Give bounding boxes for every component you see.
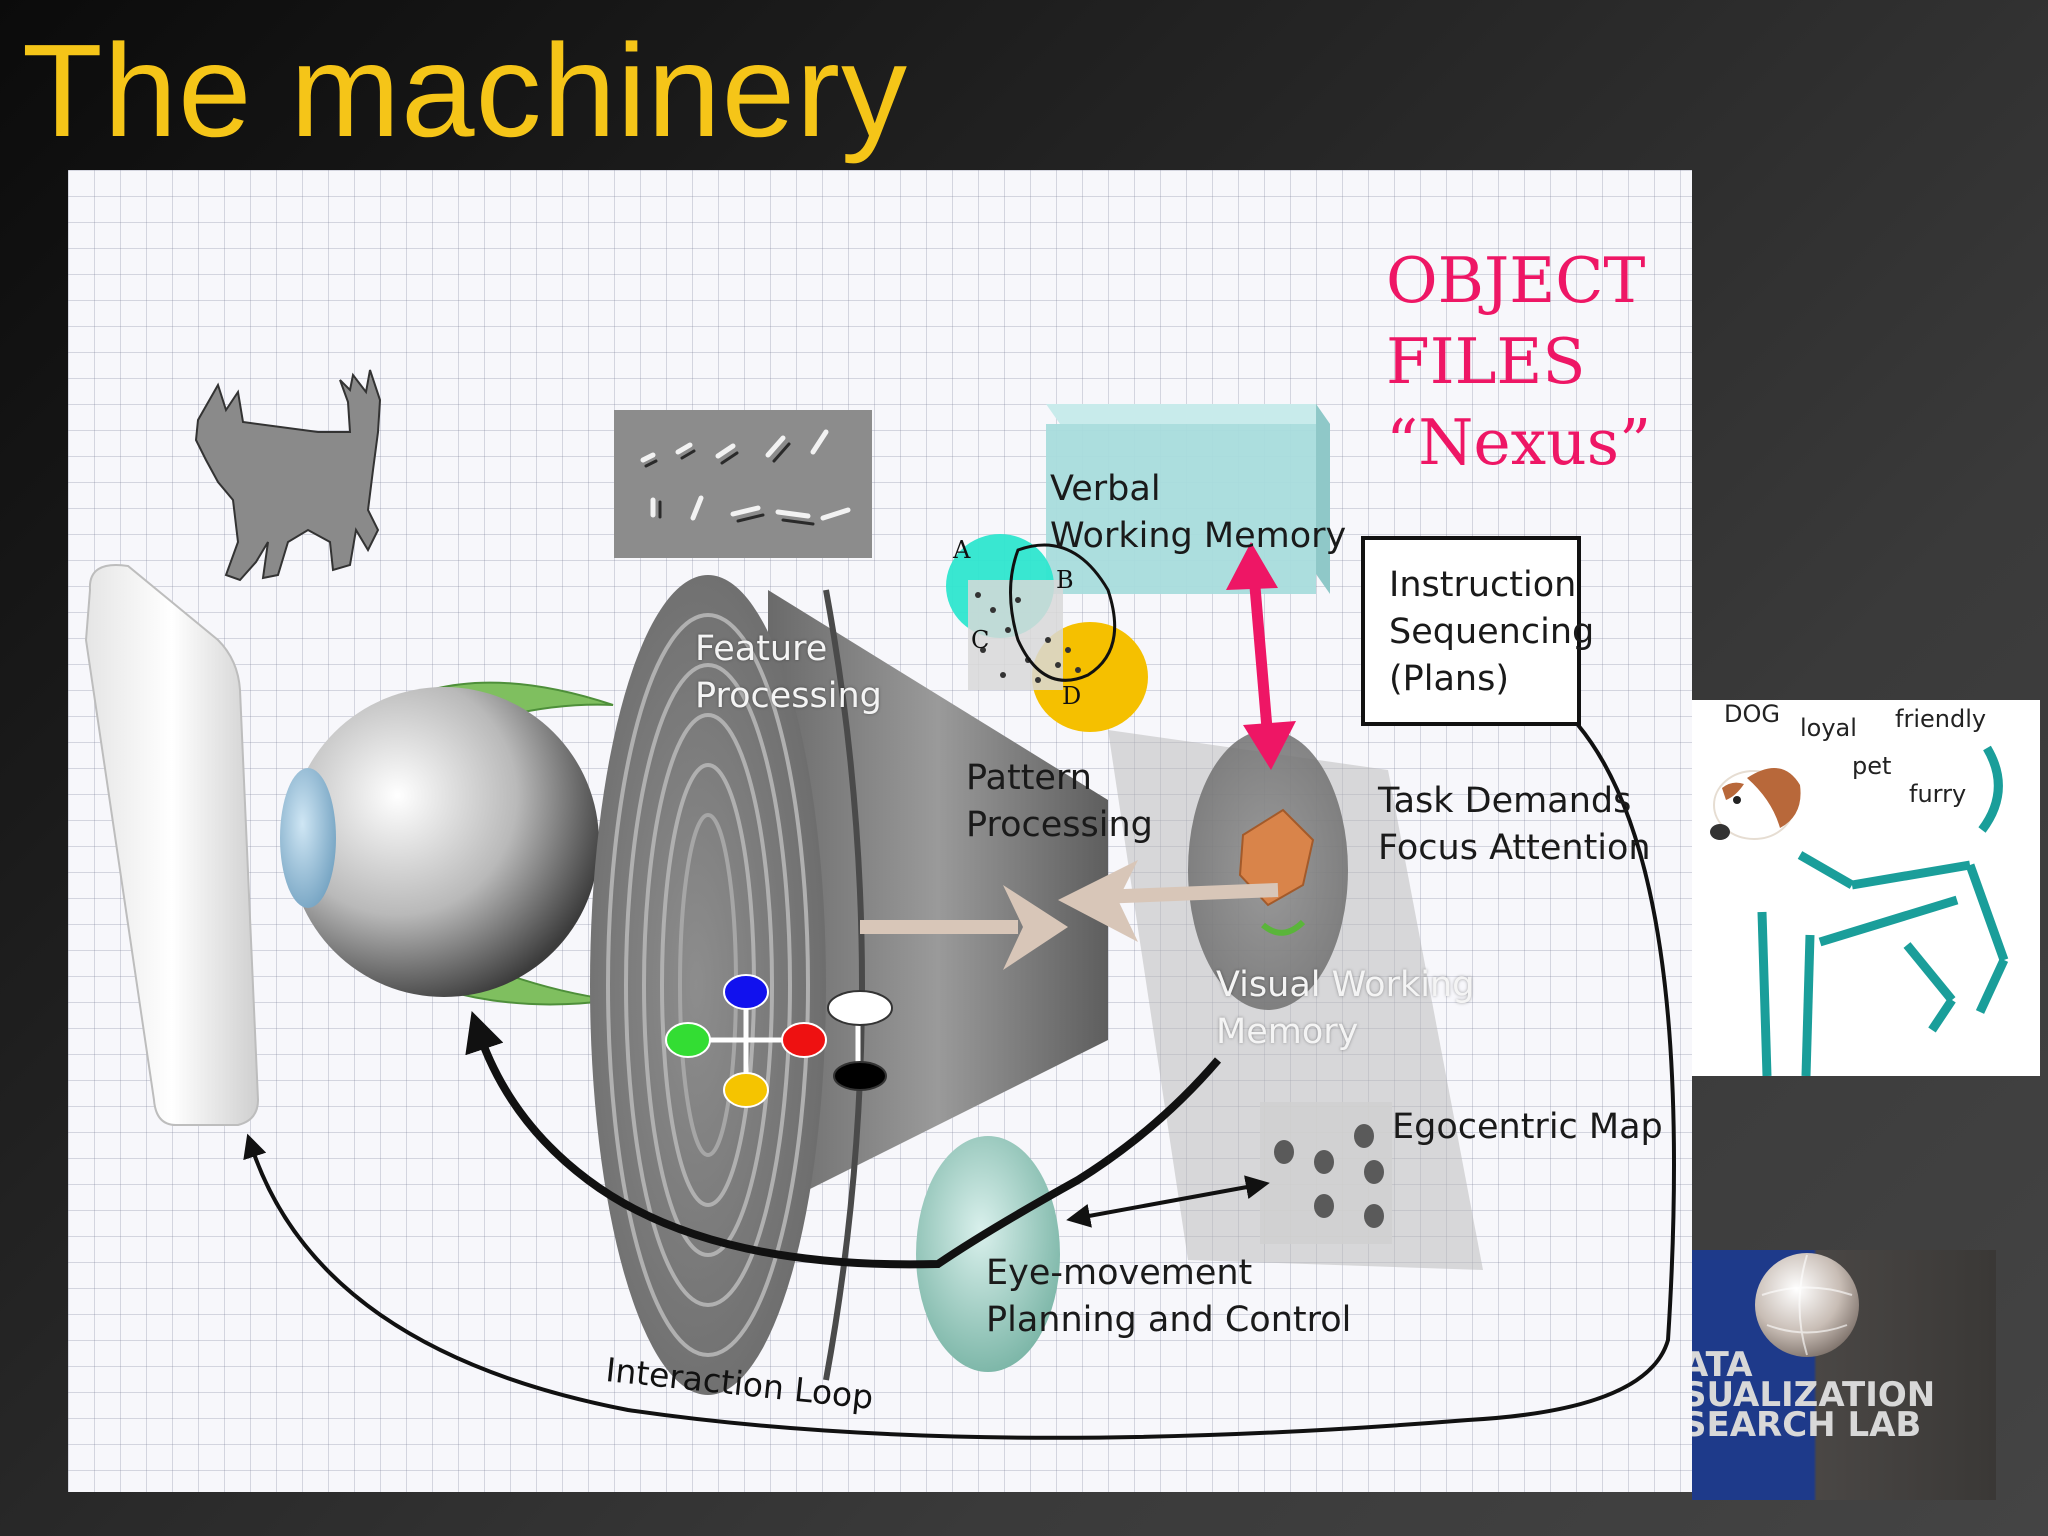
- interaction-loop-arrow: [243, 723, 1676, 1440]
- venn-letter-c: C: [971, 626, 990, 654]
- concept-word-dog: DOG: [1724, 700, 1780, 728]
- dog-photo-icon: [1710, 768, 1801, 840]
- eye-movement-egg: [916, 1136, 1060, 1372]
- concept-word-pet: pet: [1852, 752, 1892, 780]
- feature-dots: [665, 974, 893, 1108]
- slide-title: The machinery: [22, 17, 909, 164]
- dog-stick-figure: [1757, 745, 2009, 1076]
- dog-concept-panel: DOG loyal friendly pet furry: [1692, 700, 2040, 1076]
- concept-word-loyal: loyal: [1800, 714, 1857, 742]
- object-files-label: OBJECT FILES “Nexus”: [1386, 244, 1652, 479]
- concept-word-friendly: friendly: [1895, 705, 1987, 733]
- venn-letter-d: D: [1062, 682, 1082, 710]
- dog-silhouette-icon: [194, 369, 382, 582]
- feedback-arrow: [465, 1011, 1222, 1269]
- iris: [280, 768, 336, 908]
- concept-word-furry: furry: [1909, 780, 1967, 808]
- pattern-funnel: [768, 590, 1108, 1210]
- venn-letter-b: B: [1056, 566, 1074, 594]
- venn-letter-a: A: [953, 536, 971, 564]
- gabor-patch-image: [614, 410, 872, 558]
- pink-double-arrow: [1226, 542, 1296, 770]
- instruction-sequencing-box: Instruction Sequencing (Plans): [1361, 536, 1594, 726]
- converging-arrows: [860, 860, 1279, 970]
- feature-processing-disc: [590, 575, 865, 1395]
- map-link-arrow: [1066, 1175, 1270, 1228]
- eyeball-icon: [289, 687, 599, 997]
- venn-diagram: [946, 534, 1148, 732]
- logo-sphere-icon: [1755, 1253, 1859, 1357]
- egocentric-map: [1260, 1102, 1392, 1244]
- dog-drawing: [1710, 745, 2009, 1076]
- display-screen: [84, 564, 260, 1126]
- egocentric-map-label: Egocentric Map: [1392, 1107, 1663, 1147]
- diagram-graphics: [84, 369, 1676, 1440]
